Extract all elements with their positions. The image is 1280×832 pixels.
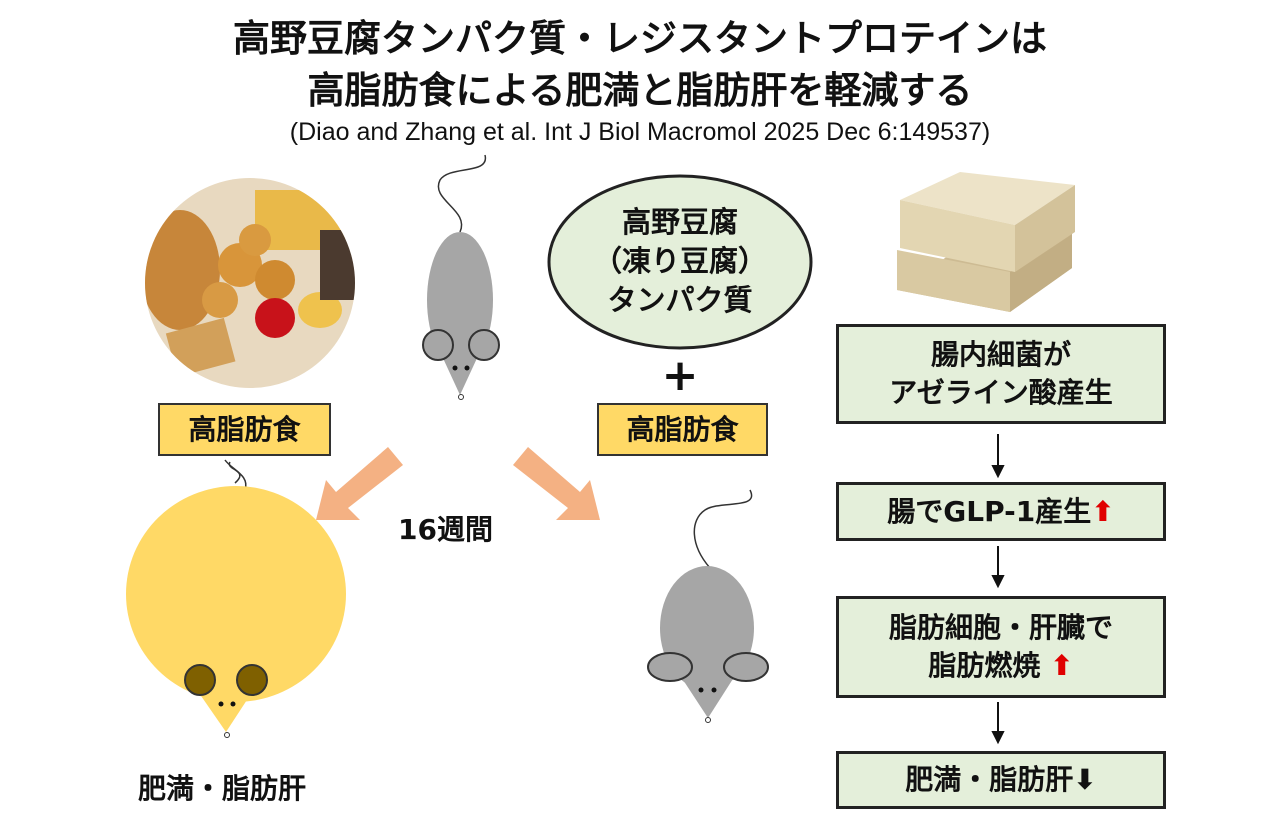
up-arrow-icon: ⬆ — [1091, 494, 1115, 528]
flow-step-line: 腸内細菌が — [930, 338, 1071, 371]
tofu-protein-ellipse — [547, 174, 813, 350]
flow-step-line: 脂肪燃焼 — [928, 649, 1041, 682]
high-fat-diet-label-right: 高脂肪食 — [597, 403, 768, 456]
flow-connectors — [991, 434, 1005, 745]
arrow-to-obese-mouse — [316, 447, 403, 520]
flow-step-text: 腸でGLP-1産生 — [887, 494, 1092, 528]
duration-label: 16週間 — [398, 513, 493, 546]
mouse-icon-control — [422, 154, 500, 400]
obesity-outcome-label: 肥満・脂肪肝 — [138, 772, 307, 805]
ellipse-line: （凍り豆腐） — [592, 244, 767, 278]
high-fat-diet-label-left: 高脂肪食 — [158, 403, 331, 456]
fast-food-image — [145, 178, 355, 388]
plus-sign: + — [661, 350, 699, 401]
tofu-image — [897, 172, 1075, 312]
down-arrow-icon: ⬇ — [1073, 763, 1097, 796]
flow-step-line: アゼライン酸産生 — [889, 376, 1113, 409]
flow-step-gut-bacteria: 腸内細菌が アゼライン酸産生 — [836, 324, 1166, 424]
up-arrow-icon: ⬆ — [1050, 649, 1074, 682]
ellipse-line: タンパク質 — [607, 283, 753, 317]
flow-step-line: 脂肪細胞・肝臓で — [888, 611, 1113, 644]
title-line-1: 高野豆腐タンパク質・レジスタントプロテインは — [233, 17, 1047, 60]
flow-step-outcome: 肥満・脂肪肝⬇ — [836, 751, 1166, 809]
mouse-icon-obese — [126, 459, 346, 738]
ellipse-text: 高野豆腐 （凍り豆腐） タンパク質 — [549, 203, 811, 320]
arrow-to-lean-mouse — [513, 447, 600, 520]
ellipse-line: 高野豆腐 — [621, 205, 738, 239]
flow-step-glp1: 腸でGLP-1産生⬆ — [836, 482, 1166, 541]
title-line-2: 高脂肪食による肥満と脂肪肝を軽減する — [307, 69, 973, 112]
mouse-icon-tofu-fed — [647, 489, 769, 723]
flow-step-fat-burning: 脂肪細胞・肝臓で 脂肪燃焼 ⬆ — [836, 596, 1166, 698]
flow-step-text: 肥満・脂肪肝 — [905, 763, 1074, 796]
citation: (Diao and Zhang et al. Int J Biol Macrom… — [289, 118, 991, 146]
